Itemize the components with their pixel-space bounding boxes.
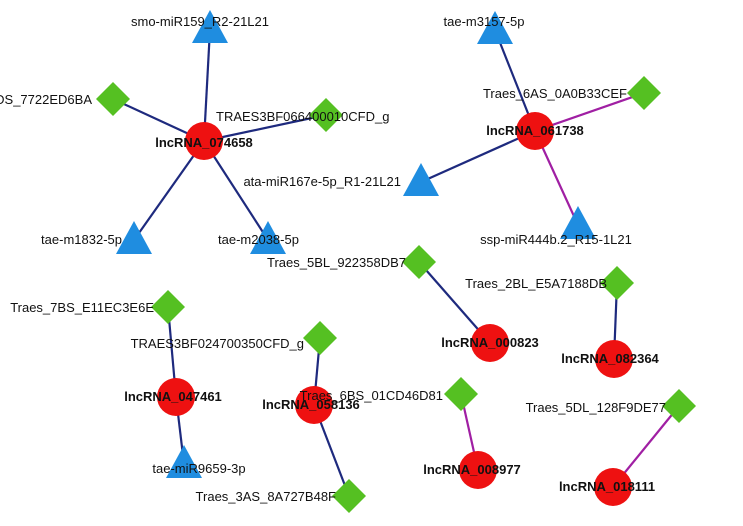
- node-gene-g2BL: [600, 266, 634, 300]
- node-label-g6AS: Traes_6AS_0A0B33CEF: [483, 86, 627, 101]
- node-lncrna-lnc058136: [295, 386, 333, 424]
- node-label-g5DS: Traes_5DS_7722ED6BA: [0, 92, 92, 107]
- node-label-m1832: tae-m1832-5p: [41, 232, 122, 247]
- node-gene-gTRA066: [309, 98, 343, 132]
- node-lncrna-lnc082364: [595, 340, 633, 378]
- node-label-mir167e: ata-miR167e-5p_R1-21L21: [243, 174, 401, 189]
- node-label-m2038: tae-m2038-5p: [218, 232, 299, 247]
- node-label-g7BS: Traes_7BS_E11EC3E6E: [10, 300, 154, 315]
- node-gene-g5DL: [662, 389, 696, 423]
- node-label-g6BS: Traes_6BS_01CD46D81: [300, 388, 443, 403]
- nodes-layer: [96, 10, 696, 513]
- node-lncrna-lnc047461: [157, 378, 195, 416]
- node-label-lnc074658: lncRNA_074658: [155, 135, 253, 150]
- node-lncrna-lnc008977: [459, 451, 497, 489]
- node-mirna-m1832: [116, 221, 152, 254]
- node-label-g5DL: Traes_5DL_128F9DE77: [526, 400, 666, 415]
- node-gene-g3AS: [332, 479, 366, 513]
- node-gene-g7BS: [151, 290, 185, 324]
- edge-lnc061738-mir167e: [420, 129, 536, 184]
- node-lncrna-lnc000823: [471, 324, 509, 362]
- node-label-lnc000823: lncRNA_000823: [441, 335, 539, 350]
- node-label-g5BL: Traes_5BL_922358DB7: [267, 255, 406, 270]
- node-mirna-m2038: [250, 221, 286, 254]
- node-label-gTRA024: TRAES3BF024700350CFD_g: [131, 336, 304, 351]
- node-label-lnc061738: lncRNA_061738: [486, 123, 584, 138]
- node-label-gTRA066: TRAES3BF066400010CFD_g: [216, 109, 389, 124]
- node-label-lnc047461: lncRNA_047461: [124, 389, 222, 404]
- node-label-mir444b: ssp-miR444b.2_R15-1L21: [480, 232, 632, 247]
- node-lncrna-lnc061738: [516, 112, 554, 150]
- node-gene-g6BS: [444, 377, 478, 411]
- node-label-lnc018111: lncRNA_018111: [559, 479, 655, 494]
- edge-lnc074658-m2038: [203, 140, 269, 241]
- node-label-g2BL: Traes_2BL_E5A7188DB: [465, 276, 607, 291]
- node-gene-gTRA024: [303, 321, 337, 355]
- node-label-mir159: smo-miR159_R2-21L21: [131, 14, 269, 29]
- node-label-lnc058136: lncRNA_058136: [262, 397, 360, 412]
- node-mirna-mir444b: [560, 206, 596, 239]
- node-lncrna-lnc018111: [594, 468, 632, 506]
- edge-lnc061738-g6AS: [534, 91, 645, 133]
- labels-layer: lncRNA_074658 smo-miR159_R2-21L21Traes_5D…: [0, 14, 666, 504]
- node-label-lnc008977: lncRNA_008977: [423, 462, 521, 477]
- node-mirna-mir167e: [403, 163, 439, 196]
- node-mirna-mir159: [192, 10, 228, 43]
- node-lncrna-lnc074658: [185, 122, 223, 160]
- node-label-m3157: tae-m3157-5p: [444, 14, 525, 29]
- node-label-lnc082364: lncRNA_082364: [561, 351, 659, 366]
- edge-lnc074658-m1832: [133, 140, 205, 241]
- node-label-g3AS: Traes_3AS_8A727B48F: [196, 489, 337, 504]
- edge-lnc074658-gTRA066: [203, 113, 327, 143]
- node-gene-g5BL: [402, 245, 436, 279]
- node-gene-g5DS: [96, 82, 130, 116]
- node-label-mir9659: tae-miR9659-3p: [152, 461, 245, 476]
- node-mirna-m3157: [477, 11, 513, 44]
- node-gene-g6AS: [627, 76, 661, 110]
- node-mirna-mir9659: [166, 445, 202, 478]
